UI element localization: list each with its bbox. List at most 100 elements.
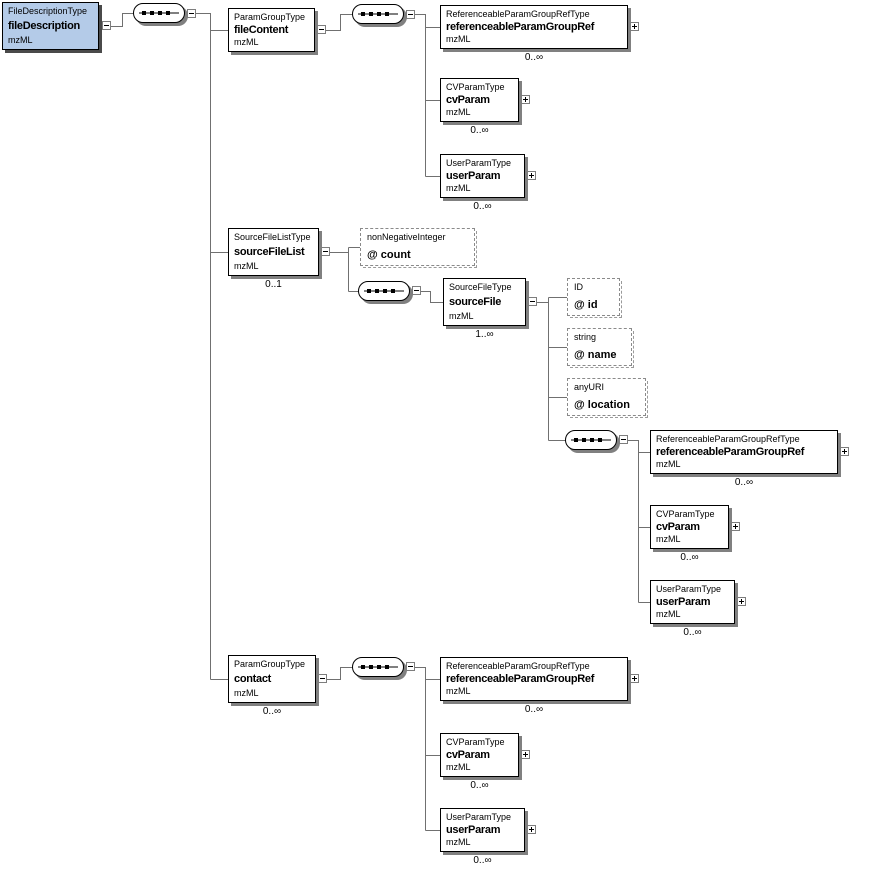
type-label: UserParamType (446, 158, 512, 168)
sequence-compositor-icon[interactable] (352, 4, 408, 28)
type-label: CVParamType (446, 737, 505, 747)
cardinality-label: 0..1 (265, 279, 282, 290)
element-name-label: sourceFileList (234, 245, 305, 258)
cardinality-label: 0..∞ (524, 704, 544, 715)
expand-toggle-icon[interactable] (527, 171, 536, 180)
attribute-node-id[interactable]: ID @ id (567, 278, 622, 318)
expand-toggle-icon[interactable] (630, 674, 639, 683)
expand-toggle-icon[interactable] (737, 597, 746, 606)
attribute-name-label: @ location (574, 399, 630, 411)
element-name-label: referenceableParamGroupRef (656, 445, 805, 458)
expand-toggle-icon[interactable] (521, 95, 530, 104)
namespace-label: mzML (446, 837, 471, 847)
expand-toggle-icon[interactable] (527, 825, 536, 834)
type-label: CVParamType (446, 82, 505, 92)
element-name-label: cvParam (446, 748, 490, 761)
cardinality-label: 0..∞ (473, 855, 492, 866)
collapse-toggle-icon[interactable] (406, 662, 415, 671)
namespace-label: mzML (446, 34, 471, 44)
cardinality-label: 0..∞ (470, 125, 489, 136)
expand-toggle-icon[interactable] (731, 522, 740, 531)
collapse-toggle-icon[interactable] (528, 297, 537, 306)
type-label: SourceFileType (449, 282, 512, 292)
expand-toggle-icon[interactable] (840, 447, 849, 456)
namespace-label: mzML (446, 762, 471, 772)
type-label: anyURI (574, 382, 605, 392)
cardinality-label: 0..∞ (524, 52, 544, 63)
element-name-label: contact (234, 672, 272, 685)
namespace-label: mzML (656, 534, 681, 544)
namespace-label: mzML (656, 609, 681, 619)
element-name-label: userParam (446, 169, 501, 182)
collapse-toggle-icon[interactable] (317, 25, 326, 34)
attribute-name-label: @ count (367, 249, 411, 261)
sequence-compositor-icon[interactable] (565, 430, 621, 454)
element-node-cvparam[interactable]: CVParamType cvParam mzML (650, 505, 729, 549)
element-name-label: fileDescription (8, 19, 80, 32)
namespace-label: mzML (446, 183, 471, 193)
element-node-cvparam[interactable]: CVParamType cvParam mzML (440, 733, 519, 777)
element-name-label: cvParam (656, 520, 700, 533)
element-node-sourcefile[interactable]: SourceFileType sourceFile mzML (443, 278, 526, 326)
collapse-toggle-icon[interactable] (619, 435, 628, 444)
element-node-userparam[interactable]: UserParamType userParam mzML (440, 808, 525, 852)
type-label: UserParamType (446, 812, 512, 822)
namespace-label: mzML (234, 37, 259, 47)
sequence-compositor-icon[interactable] (352, 657, 408, 681)
type-label: string (574, 332, 597, 342)
namespace-label: mzML (449, 311, 474, 321)
element-node-userparam[interactable]: UserParamType userParam mzML (650, 580, 735, 624)
expand-toggle-icon[interactable] (630, 22, 639, 31)
element-node-contact[interactable]: ParamGroupType contact mzML (228, 655, 316, 703)
cardinality-label: 0..∞ (470, 780, 489, 791)
type-label: nonNegativeInteger (367, 232, 446, 242)
attribute-name-label: @ id (574, 299, 598, 311)
collapse-toggle-icon[interactable] (412, 286, 421, 295)
sequence-compositor-icon[interactable] (358, 281, 414, 305)
collapse-toggle-icon[interactable] (321, 247, 330, 256)
type-label: SourceFileListType (234, 232, 311, 242)
cardinality-label: 0..∞ (473, 201, 492, 212)
element-node-referenceableparamgroupref[interactable]: ReferenceableParamGroupRefType reference… (650, 430, 838, 474)
namespace-label: mzML (446, 686, 471, 696)
attribute-node-count[interactable]: nonNegativeInteger @ count (360, 228, 477, 268)
type-label: UserParamType (656, 584, 722, 594)
element-name-label: sourceFile (449, 295, 502, 308)
cardinality-label: 0..∞ (734, 477, 754, 488)
namespace-label: mzML (446, 107, 471, 117)
namespace-label: mzML (8, 35, 33, 45)
element-node-sourcefilelist[interactable]: SourceFileListType sourceFileList mzML (228, 228, 319, 276)
element-name-label: cvParam (446, 93, 490, 106)
namespace-label: mzML (234, 261, 259, 271)
element-name-label: referenceableParamGroupRef (446, 20, 595, 33)
namespace-label: mzML (234, 688, 259, 698)
element-node-referenceableparamgroupref[interactable]: ReferenceableParamGroupRefType reference… (440, 657, 628, 701)
namespace-label: mzML (656, 459, 681, 469)
element-node-filecontent[interactable]: ParamGroupType fileContent mzML (228, 8, 315, 52)
cardinality-label: 1..∞ (475, 329, 494, 340)
element-name-label: referenceableParamGroupRef (446, 672, 595, 685)
type-label: FileDescriptionType (8, 6, 88, 16)
element-node-userparam[interactable]: UserParamType userParam mzML (440, 154, 525, 198)
element-node-filedescription[interactable]: FileDescriptionType fileDescription mzML (2, 2, 99, 50)
type-label: ParamGroupType (234, 12, 306, 22)
cardinality-label: 0..∞ (683, 627, 702, 638)
collapse-toggle-icon[interactable] (102, 21, 111, 30)
type-label: CVParamType (656, 509, 715, 519)
type-label: ID (574, 282, 583, 292)
element-node-cvparam[interactable]: CVParamType cvParam mzML (440, 78, 519, 122)
collapse-toggle-icon[interactable] (318, 674, 327, 683)
type-label: ReferenceableParamGroupRefType (446, 661, 590, 671)
element-name-label: userParam (446, 823, 501, 836)
collapse-toggle-icon[interactable] (187, 9, 196, 18)
collapse-toggle-icon[interactable] (406, 10, 415, 19)
attribute-node-location[interactable]: anyURI @ location (567, 378, 648, 418)
expand-toggle-icon[interactable] (521, 750, 530, 759)
attribute-name-label: @ name (574, 349, 617, 361)
sequence-compositor-icon[interactable] (133, 3, 189, 27)
cardinality-label: 0..∞ (680, 552, 699, 563)
attribute-node-name[interactable]: string @ name (567, 328, 634, 368)
element-node-referenceableparamgroupref[interactable]: ReferenceableParamGroupRefType reference… (440, 5, 628, 49)
